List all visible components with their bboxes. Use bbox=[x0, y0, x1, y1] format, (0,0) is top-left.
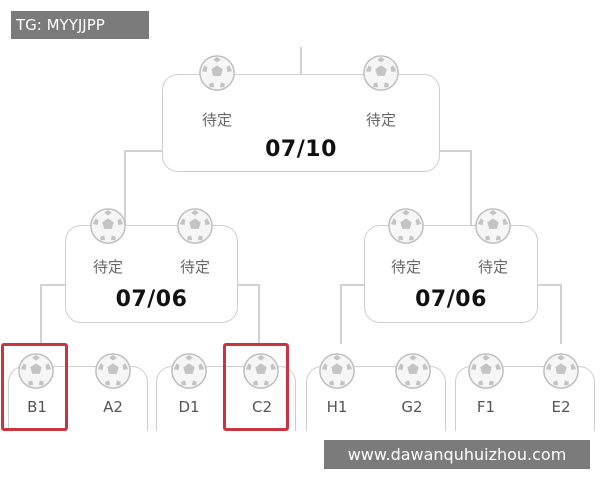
soccer-ball-icon bbox=[542, 352, 580, 390]
connector-line bbox=[340, 284, 342, 344]
team-label-e2: E2 bbox=[551, 398, 571, 416]
connector-line bbox=[538, 284, 560, 286]
soccer-ball-icon bbox=[198, 54, 236, 92]
semifinal-left-team-b-label: 待定 bbox=[179, 258, 210, 276]
watermark-label: TG: MYYJJPP bbox=[11, 11, 149, 39]
soccer-ball-icon bbox=[362, 54, 400, 92]
soccer-ball-icon bbox=[318, 352, 356, 390]
team-label-c2: C2 bbox=[251, 398, 273, 416]
team-label-b1: B1 bbox=[27, 398, 47, 416]
connector-line bbox=[440, 150, 470, 152]
team-label-f1: F1 bbox=[476, 398, 496, 416]
team-label-h1: H1 bbox=[326, 398, 348, 416]
soccer-ball-icon bbox=[170, 352, 208, 390]
connector-line bbox=[124, 150, 126, 225]
semifinal-left-team-a-label: 待定 bbox=[92, 258, 123, 276]
soccer-ball-icon bbox=[474, 207, 512, 245]
site-url-label: www.dawanquhuizhou.com bbox=[324, 440, 590, 469]
semifinal-left-box bbox=[65, 225, 238, 323]
semifinal-left-date: 07/06 bbox=[115, 287, 188, 312]
semifinal-right-date: 07/06 bbox=[415, 287, 487, 312]
semifinal-right-team-b-label: 待定 bbox=[477, 258, 508, 276]
soccer-ball-icon bbox=[176, 207, 214, 245]
final-date: 07/10 bbox=[265, 137, 337, 162]
soccer-ball-icon bbox=[394, 352, 432, 390]
team-label-d1: D1 bbox=[178, 398, 200, 416]
connector-line bbox=[124, 150, 162, 152]
final-right-team-label: 待定 bbox=[365, 111, 396, 129]
connector-line bbox=[560, 284, 562, 344]
semifinal-right-box bbox=[364, 225, 538, 323]
soccer-ball-icon bbox=[467, 352, 505, 390]
soccer-ball-icon bbox=[89, 207, 127, 245]
connector-line bbox=[340, 284, 364, 286]
final-match-box bbox=[162, 74, 440, 172]
connector-line bbox=[300, 47, 302, 74]
team-label-a2: A2 bbox=[103, 398, 123, 416]
highlight-frame-c2 bbox=[223, 343, 289, 431]
connector-line bbox=[238, 284, 258, 286]
connector-line bbox=[470, 150, 472, 225]
connector-line bbox=[40, 284, 65, 286]
highlight-frame-b1 bbox=[1, 343, 68, 431]
soccer-ball-icon bbox=[17, 352, 55, 390]
soccer-ball-icon bbox=[387, 207, 425, 245]
soccer-ball-icon bbox=[94, 352, 132, 390]
connector-line bbox=[258, 284, 260, 344]
connector-line bbox=[40, 284, 42, 344]
final-left-team-label: 待定 bbox=[201, 111, 232, 129]
soccer-ball-icon bbox=[242, 352, 280, 390]
semifinal-right-team-a-label: 待定 bbox=[390, 258, 421, 276]
team-label-g2: G2 bbox=[401, 398, 423, 416]
